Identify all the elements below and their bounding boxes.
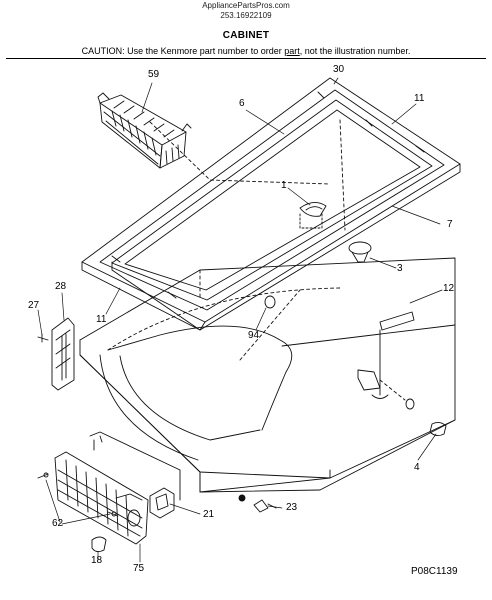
model-number: 253.16922109 <box>220 11 272 20</box>
label-12[interactable] <box>379 311 415 331</box>
callout-11-left[interactable]: 11 <box>96 314 107 325</box>
callout-4[interactable]: 4 <box>414 462 420 473</box>
callout-62[interactable]: 62 <box>52 518 64 529</box>
lid-frame <box>81 77 461 331</box>
leveler-23[interactable] <box>253 499 277 513</box>
foot-dot <box>238 494 246 502</box>
callout-59[interactable]: 59 <box>148 69 160 80</box>
callout-12[interactable]: 12 <box>443 283 455 294</box>
callout-94[interactable]: 94 <box>248 330 260 341</box>
basket-part[interactable] <box>97 92 192 169</box>
part-link[interactable]: part <box>284 46 300 56</box>
control-21[interactable] <box>149 487 175 519</box>
drain-hose-4[interactable] <box>357 369 447 437</box>
site-name: AppliancePartsPros.com <box>202 1 290 10</box>
callout-23[interactable]: 23 <box>286 502 298 513</box>
callout-1[interactable]: 1 <box>281 180 287 191</box>
callout-30[interactable]: 30 <box>333 64 345 75</box>
callout-18[interactable]: 18 <box>91 555 103 566</box>
screw-62-right[interactable] <box>107 511 119 517</box>
figure-reference: P08C1139 <box>411 566 458 577</box>
callout-3[interactable]: 3 <box>397 263 403 274</box>
leader-lines <box>37 77 443 563</box>
caution-text-prefix: CAUTION: Use the Kenmore part number to … <box>81 46 285 56</box>
hinge-28[interactable] <box>51 317 75 391</box>
screw-27[interactable] <box>37 333 49 343</box>
callout-75[interactable]: 75 <box>133 563 145 574</box>
compressor-bay <box>89 431 181 501</box>
knob-18[interactable] <box>91 536 107 553</box>
callout-27[interactable]: 27 <box>28 300 40 311</box>
screw-62-left[interactable] <box>37 472 49 479</box>
callout-11-top[interactable]: 11 <box>414 93 425 104</box>
callout-6[interactable]: 6 <box>239 98 245 109</box>
callout-7[interactable]: 7 <box>447 219 453 230</box>
grille-75[interactable] <box>54 451 149 545</box>
caution-note: CAUTION: Use the Kenmore part number to … <box>0 46 492 56</box>
caution-text-suffix: , not the illustration number. <box>299 46 411 56</box>
cabinet-body <box>79 257 456 493</box>
drain-plug-3[interactable] <box>348 241 372 263</box>
callout-21[interactable]: 21 <box>203 509 215 520</box>
page-title: CABINET <box>222 30 270 41</box>
header-divider <box>6 58 486 59</box>
callout-28[interactable]: 28 <box>55 281 67 292</box>
grommet-94[interactable] <box>264 295 276 309</box>
